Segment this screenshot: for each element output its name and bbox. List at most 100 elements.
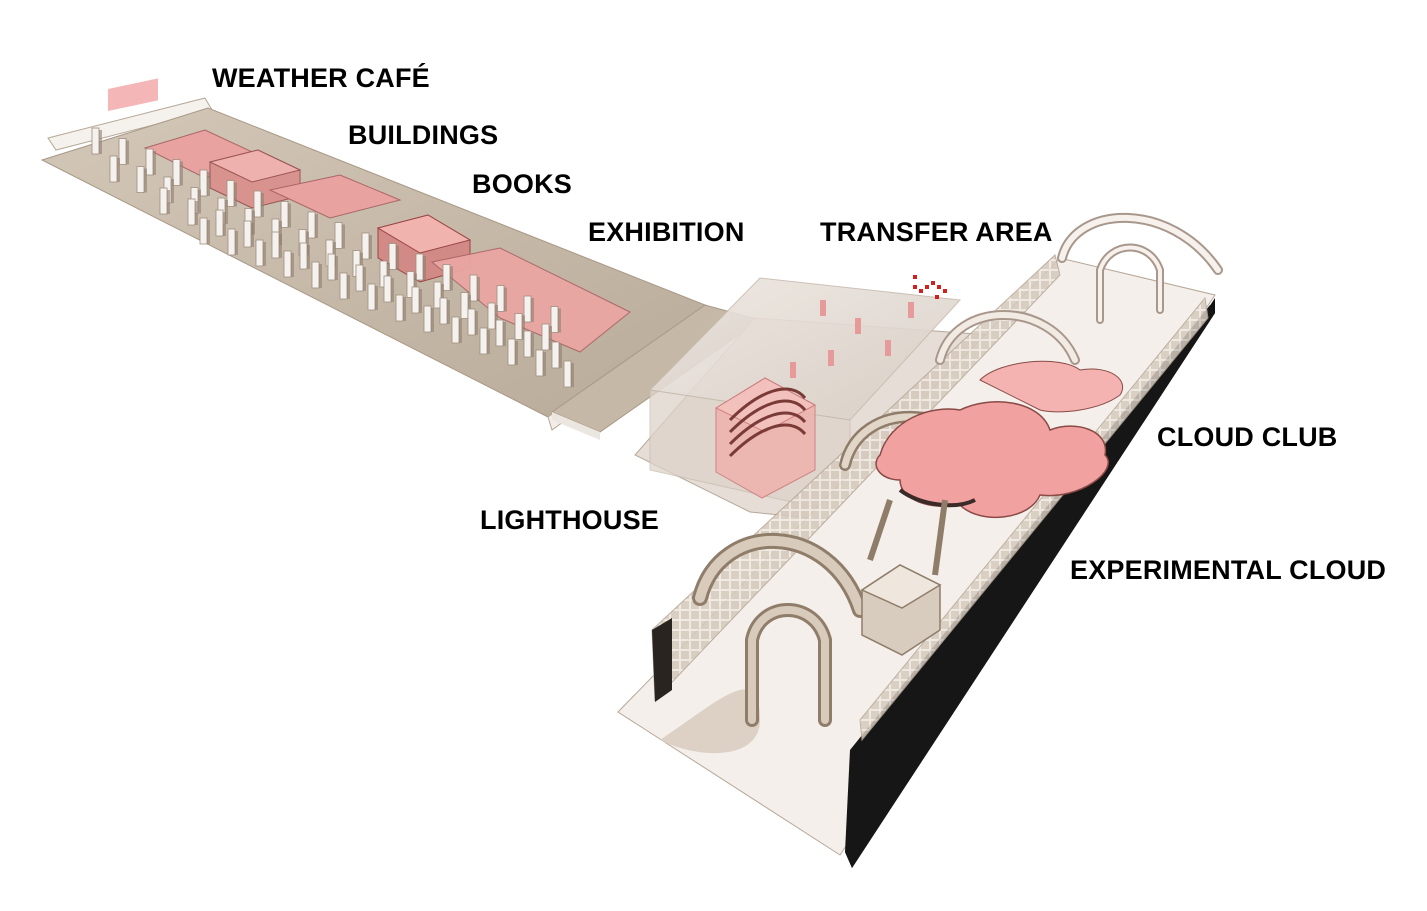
column-shadow [207,172,210,196]
column [199,217,208,245]
column-shadow [375,286,378,310]
column [495,319,504,347]
long-wing [40,78,762,440]
column [496,285,505,312]
column [460,292,469,319]
column [299,242,308,270]
column-shadow [414,273,417,298]
column [563,360,572,388]
column [550,306,559,333]
column-shadow [495,305,498,329]
label-books: BOOKS [472,169,573,199]
column-shadow [549,326,552,350]
column-shadow [263,242,266,266]
column-shadow [306,231,309,256]
column-shadow [522,315,525,340]
column [514,313,523,340]
column [442,264,451,291]
column [439,297,448,325]
column [243,220,252,248]
column-shadow [531,298,534,322]
left-solid-wall [652,618,672,702]
column [339,272,348,300]
column [109,155,118,183]
column [395,294,404,322]
column-shadow [459,319,462,343]
column-shadow [225,200,228,224]
column-shadow [167,190,170,214]
column-shadow [487,330,490,354]
column-shadow [126,140,129,165]
column-shadow [419,289,422,313]
experimental-cloud-wall-face [845,305,1215,868]
column-shadow [423,256,426,280]
column-shadow [369,235,372,259]
column-shadow [144,168,147,193]
link-corridor-edge [552,412,600,440]
column [355,264,364,292]
column [145,148,154,176]
column-shadow [234,182,237,207]
column [136,166,145,193]
column-shadow [559,344,562,368]
column-shadow [447,300,450,324]
column-shadow [468,294,471,319]
column-shadow [117,158,120,182]
label-cloud-club: CLOUD CLUB [1157,422,1338,452]
column-shadow [558,308,561,333]
column-shadow [360,252,363,277]
column-shadow [319,264,322,288]
label-lighthouse: LIGHTHOUSE [480,505,660,535]
column [307,211,316,239]
column [283,250,292,278]
column-shadow [195,201,198,225]
column-shadow [171,179,174,203]
column [361,232,370,260]
column-shadow [342,224,345,249]
lighthouse-box [714,377,817,499]
weather-cafe-pink-wall [108,78,158,112]
column-shadow [335,256,338,280]
column-shadow [503,322,506,346]
column [327,253,336,281]
column [388,243,397,270]
column [551,341,560,369]
column [253,190,262,218]
column-shadow [180,161,183,186]
column-shadow [387,263,390,287]
column-shadow [252,210,255,235]
column-shadow [347,275,350,299]
label-exhibition: EXHIBITION [588,217,745,247]
column-shadow [475,311,478,335]
column-shadow [515,341,518,365]
column [541,323,550,351]
column [451,316,460,344]
cloud-club-platform [875,360,1123,518]
experimental-cloud-box [860,499,948,656]
books-block [268,174,402,219]
buildings-block-top [208,149,302,183]
column-shadow [543,352,546,376]
label-transfer-area: TRANSFER AREA [820,217,1053,247]
cloud-hall-floor-shadow [660,689,760,754]
column [215,209,224,237]
column [199,169,208,197]
column-shadow [396,245,399,270]
column-shadow [391,278,394,302]
transfer-arrows-icon [913,275,947,299]
column-shadow [363,267,366,291]
arch-rear-1 [935,310,1080,365]
column-shadow [291,253,294,277]
label-experimental-cloud: EXPERIMENTAL CLOUD [1070,555,1387,585]
column [255,239,264,267]
column [227,228,236,256]
column-shadow [531,333,534,357]
column [367,283,376,311]
column-shadow [571,363,574,387]
column [280,201,289,228]
label-buildings: BUILDINGS [348,120,499,150]
column [523,295,532,323]
columns [91,127,574,388]
